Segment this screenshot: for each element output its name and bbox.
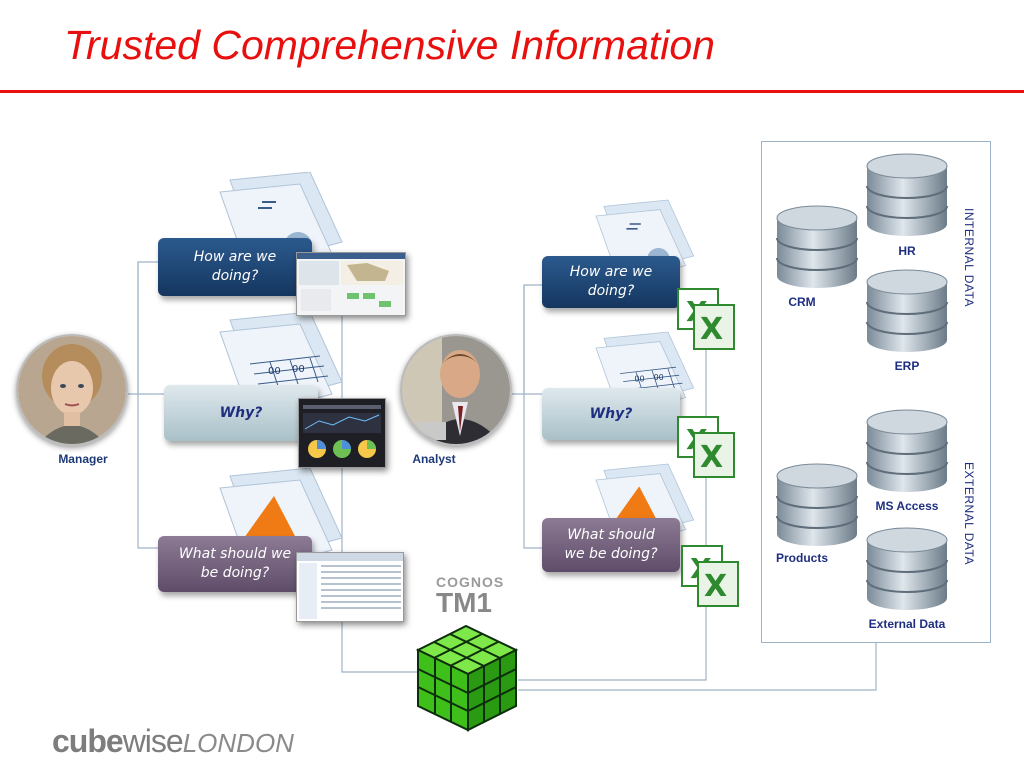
- slide-title: Trusted Comprehensive Information: [64, 22, 715, 68]
- planning-screenshot: [296, 552, 404, 622]
- excel-icon: X X: [677, 416, 735, 478]
- manager-question-why-text: Why?: [219, 404, 263, 421]
- cognos-brand-text: COGNOS: [436, 574, 505, 590]
- dashboard-screenshot: [296, 252, 406, 316]
- manager-avatar: [16, 334, 128, 446]
- analyst-question-what: What should we be doing?: [542, 518, 680, 572]
- external-data-source-label: External Data: [868, 617, 946, 631]
- erp-database-icon: [866, 269, 948, 352]
- analyst-question-how-text: How are we doing?: [569, 264, 653, 299]
- products-database-icon: [776, 463, 858, 546]
- svg-text:00: 00: [268, 366, 281, 377]
- excel-icon: X X: [681, 545, 739, 607]
- data-sources-panel: [761, 141, 991, 643]
- logo-part-london: LONDON: [182, 728, 294, 758]
- title-divider: [0, 90, 1024, 93]
- analysis-screenshot: [298, 398, 386, 468]
- analyst-question-why-text: Why?: [589, 405, 633, 422]
- manager-question-how-text: How are we doing?: [193, 249, 277, 284]
- analyst-question-why: Why?: [542, 388, 680, 440]
- cubewise-logo: cubewiseLONDON: [52, 723, 294, 760]
- olap-cube-icon: [415, 624, 519, 732]
- analyst-avatar: [400, 334, 512, 446]
- svg-text:00: 00: [292, 364, 305, 375]
- manager-question-why: Why?: [164, 385, 318, 441]
- manager-question-what: What should we be doing?: [158, 536, 312, 592]
- analyst-question-what-text: What should we be doing?: [564, 527, 658, 562]
- svg-text:X: X: [700, 312, 723, 347]
- excel-icon: X X: [677, 288, 735, 350]
- tm1-brand-text: TM1: [436, 587, 492, 618]
- hr-label: HR: [898, 244, 916, 258]
- erp-label: ERP: [894, 359, 920, 373]
- svg-text:X: X: [704, 569, 727, 604]
- analyst-question-how: How are we doing?: [542, 256, 680, 308]
- svg-text:00: 00: [634, 375, 644, 384]
- ms-access-database-icon: [866, 409, 948, 492]
- logo-part-cube: cube: [52, 723, 124, 759]
- logo-part-wise: wise: [122, 723, 184, 759]
- manager-question-how: How are we doing?: [158, 238, 312, 296]
- svg-text:X: X: [700, 440, 723, 475]
- hr-database-icon: [866, 153, 948, 236]
- svg-text:00: 00: [654, 373, 664, 382]
- external-data-label: EXTERNAL DATA: [962, 462, 976, 565]
- manager-label: Manager: [58, 452, 108, 466]
- products-label: Products: [775, 551, 828, 565]
- ms-access-label: MS Access: [875, 499, 939, 513]
- analyst-label: Analyst: [412, 452, 456, 466]
- manager-question-what-text: What should we be doing?: [178, 546, 292, 581]
- crm-label: CRM: [788, 295, 816, 309]
- internal-data-label: INTERNAL DATA: [962, 208, 976, 307]
- external-data-database-icon: [866, 527, 948, 610]
- crm-database-icon: [776, 205, 858, 288]
- cognos-tm1-brand: COGNOS TM1: [436, 574, 505, 618]
